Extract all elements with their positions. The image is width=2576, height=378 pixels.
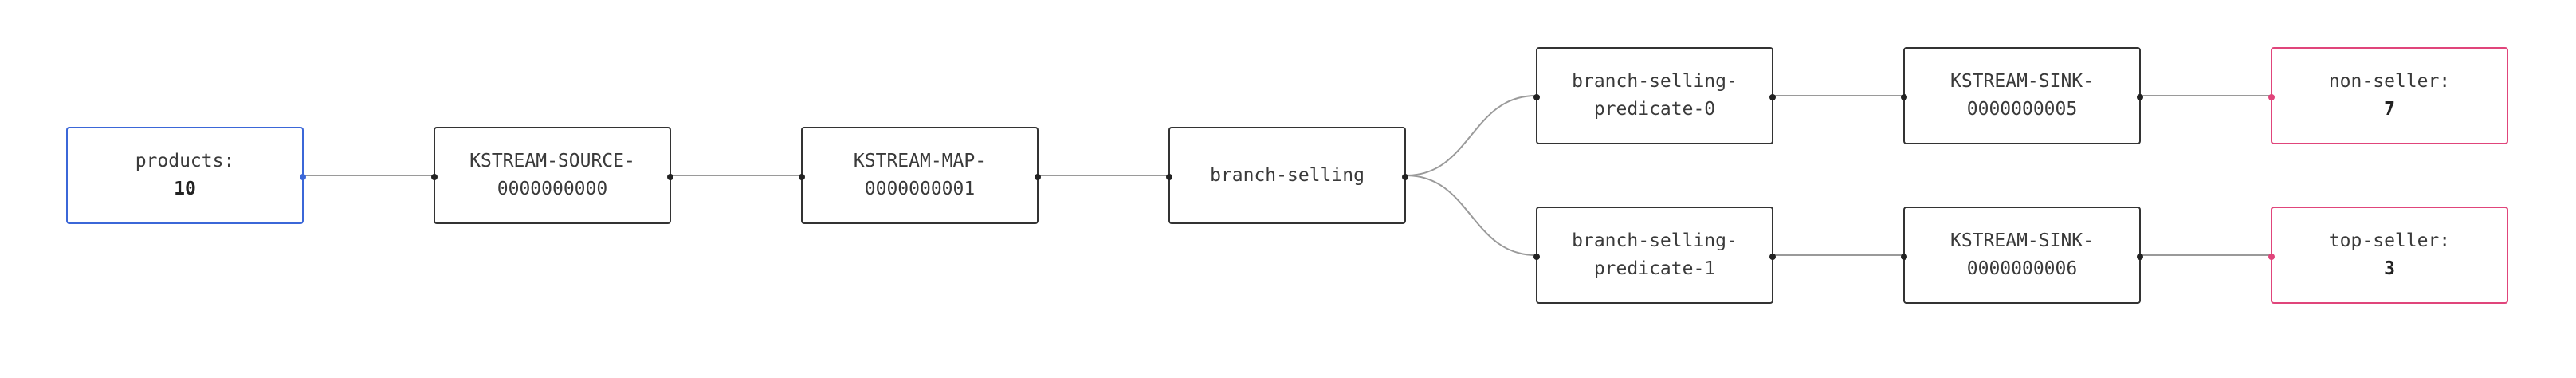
node-map[interactable]: KSTREAM-MAP- 0000000001: [799, 127, 1041, 224]
edge-branch-to-pred0: [1405, 95, 1537, 176]
output-port[interactable]: [2137, 94, 2143, 100]
node-nonseller[interactable]: non-seller: 7: [2268, 47, 2508, 144]
input-port[interactable]: [431, 174, 438, 180]
node-products[interactable]: products: 10: [66, 127, 306, 224]
node-label-line: branch-selling-: [1572, 71, 1738, 92]
node-source[interactable]: KSTREAM-SOURCE- 0000000000: [431, 127, 673, 224]
input-port[interactable]: [1533, 94, 1540, 100]
node-label-line: KSTREAM-SINK-: [1950, 230, 2094, 251]
node-pred1[interactable]: branch-selling-predicate-1: [1533, 207, 1776, 304]
input-port[interactable]: [1901, 254, 1907, 260]
input-port[interactable]: [799, 174, 805, 180]
output-port[interactable]: [1035, 174, 1041, 180]
edge-branch-to-pred1: [1405, 175, 1537, 256]
node-label-line: branch-selling: [1210, 164, 1365, 186]
node-label-line: top-seller:: [2328, 230, 2451, 251]
output-port[interactable]: [1402, 174, 1408, 180]
node-label-line: KSTREAM-MAP-: [853, 151, 987, 171]
input-port[interactable]: [1533, 254, 1540, 260]
node-label-line: predicate-0: [1593, 99, 1716, 120]
input-port[interactable]: [2268, 254, 2275, 260]
node-count: 7: [2384, 99, 2395, 120]
node-pred0[interactable]: branch-selling-predicate-0: [1533, 47, 1776, 144]
node-sink5[interactable]: KSTREAM-SINK- 0000000005: [1901, 47, 2143, 144]
input-port[interactable]: [1166, 174, 1172, 180]
node-label-line: 0000000001: [864, 179, 976, 199]
node-label-line: non-seller:: [2328, 71, 2451, 92]
input-port[interactable]: [1901, 94, 1907, 100]
node-label-line: KSTREAM-SOURCE-: [469, 151, 635, 171]
output-port[interactable]: [2137, 254, 2143, 260]
node-label-line: 0000000006: [1966, 258, 2078, 279]
node-label-line: 0000000005: [1966, 99, 2078, 120]
output-port[interactable]: [1769, 254, 1776, 260]
node-count: 10: [174, 179, 196, 199]
output-port[interactable]: [667, 174, 673, 180]
node-label-line: predicate-1: [1593, 258, 1716, 279]
node-sink6[interactable]: KSTREAM-SINK- 0000000006: [1901, 207, 2143, 304]
node-count: 3: [2384, 258, 2395, 279]
node-label-line: branch-selling-: [1572, 230, 1738, 251]
output-port[interactable]: [1769, 94, 1776, 100]
node-label-line: KSTREAM-SINK-: [1950, 71, 2094, 92]
node-branch[interactable]: branch-selling: [1166, 127, 1408, 224]
node-topseller[interactable]: top-seller: 3: [2268, 207, 2508, 304]
output-port[interactable]: [300, 174, 306, 180]
node-label-line: products:: [135, 151, 235, 171]
input-port[interactable]: [2268, 94, 2275, 100]
node-label-line: 0000000000: [497, 179, 608, 199]
